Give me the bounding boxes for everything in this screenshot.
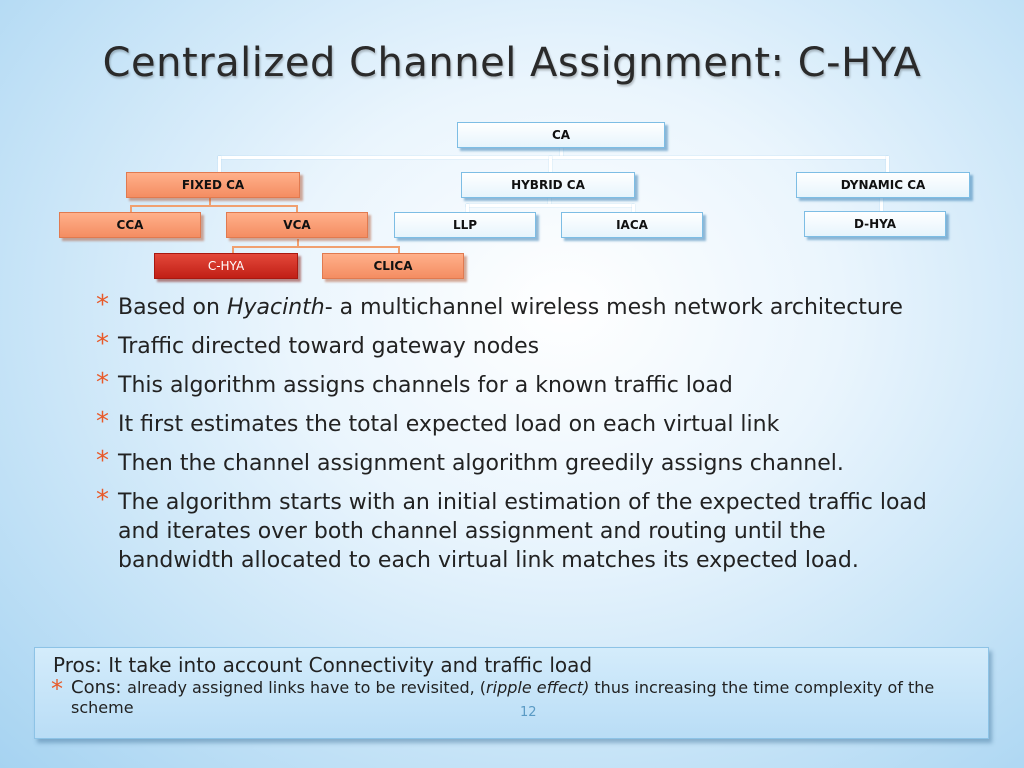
slide-title: Centralized Channel Assignment: C-HYA bbox=[102, 40, 922, 86]
bullet-text: It first estimates the total expected lo… bbox=[118, 412, 780, 437]
cons-label: Cons: bbox=[71, 677, 128, 698]
cons-text: already assigned links have to be revisi… bbox=[127, 678, 487, 697]
cons-star-icon: * bbox=[51, 675, 63, 703]
cons-text: thus increasing the time complexity of t… bbox=[71, 678, 935, 717]
bullet-star-icon: * bbox=[96, 368, 109, 398]
bullet-list: * Based on Hyacinth- a multichannel wire… bbox=[96, 290, 946, 585]
node-iaca: IACA bbox=[561, 212, 703, 238]
bullet-text: The algorithm starts with an initial est… bbox=[118, 490, 927, 573]
bullet-star-icon: * bbox=[96, 290, 109, 320]
node-cca: CCA bbox=[59, 212, 201, 238]
bullet-text: Traffic directed toward gateway nodes bbox=[118, 334, 540, 359]
bullet-text: Then the channel assignment algorithm gr… bbox=[118, 451, 844, 476]
bullet-item: * Traffic directed toward gateway nodes bbox=[96, 329, 946, 361]
node-clica: CLICA bbox=[322, 253, 464, 279]
bullet-text: Based on bbox=[118, 295, 227, 320]
bullet-star-icon: * bbox=[96, 407, 109, 437]
bullet-item: * The algorithm starts with an initial e… bbox=[96, 485, 946, 575]
node-ca: CA bbox=[457, 122, 665, 148]
bullet-item: * It first estimates the total expected … bbox=[96, 407, 946, 439]
bullet-star-icon: * bbox=[96, 446, 109, 476]
node-dynamic-ca: DYNAMIC CA bbox=[796, 172, 970, 198]
bullet-star-icon: * bbox=[96, 329, 109, 359]
bullet-item: * Then the channel assignment algorithm … bbox=[96, 446, 946, 478]
cons-item: * Cons: already assigned links have to b… bbox=[51, 675, 972, 718]
bullet-star-icon: * bbox=[96, 485, 109, 515]
node-llp: LLP bbox=[394, 212, 536, 238]
bullet-text: This algorithm assigns channels for a kn… bbox=[118, 373, 733, 398]
cons-italic-text: ripple effect) bbox=[486, 678, 590, 697]
node-vca: VCA bbox=[226, 212, 368, 238]
page-number: 12 bbox=[520, 705, 537, 720]
node-c-hya: C-HYA bbox=[154, 253, 298, 279]
bullet-text: - a multichannel wireless mesh network a… bbox=[324, 295, 903, 320]
pros-text: Pros: It take into account Connectivity … bbox=[53, 653, 593, 677]
node-hybrid-ca: HYBRID CA bbox=[461, 172, 635, 198]
bullet-item: * This algorithm assigns channels for a … bbox=[96, 368, 946, 400]
bullet-italic-text: Hyacinth bbox=[226, 295, 325, 320]
node-d-hya: D-HYA bbox=[804, 211, 946, 237]
node-fixed-ca: FIXED CA bbox=[126, 172, 300, 198]
bullet-item: * Based on Hyacinth- a multichannel wire… bbox=[96, 290, 946, 322]
pros-cons-box: Pros: It take into account Connectivity … bbox=[34, 647, 989, 739]
